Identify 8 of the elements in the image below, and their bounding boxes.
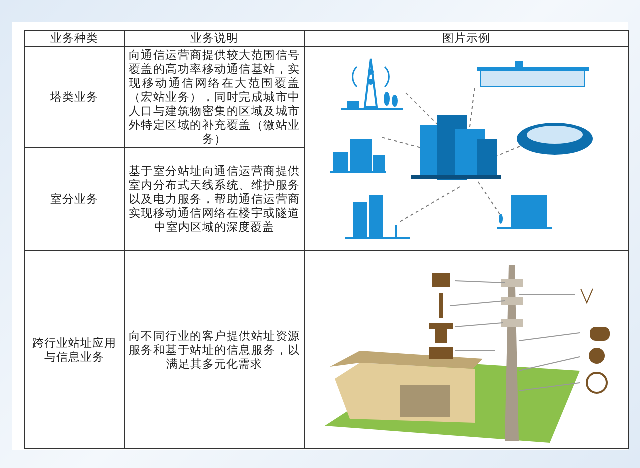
- category-cell: 室分业务: [24, 148, 124, 250]
- category-cell: 跨行业站址应用与信息业务: [24, 250, 124, 448]
- description-cell: 向通信运营商提供较大范围信号覆盖的高功率移动通信基站，实现移动通信网络在大范围覆盖（宏站业务），同时完成城市中人口与建筑物密集的区域及城市外特定区域的补充覆盖（微站业务）: [124, 46, 304, 148]
- column-header: 业务种类: [24, 30, 124, 46]
- category-cell: 塔类业务: [24, 46, 124, 148]
- column-header: 图片示例: [304, 30, 628, 46]
- description-cell: 向不同行业的客户提供站址资源服务和基于站址的信息服务，以满足其多元化需求: [124, 250, 304, 448]
- column-header: 业务说明: [124, 30, 304, 46]
